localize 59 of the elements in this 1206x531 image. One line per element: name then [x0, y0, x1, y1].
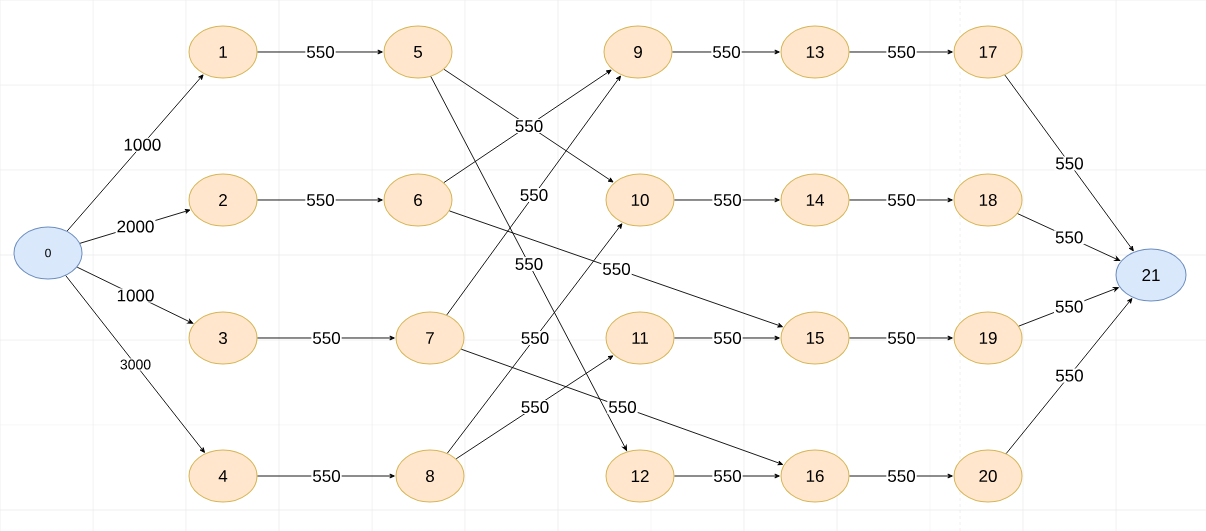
edge-label: 550 [609, 401, 637, 413]
edge-label: 550 [515, 120, 543, 132]
edge-label: 550 [714, 470, 742, 482]
arrow [446, 75, 621, 316]
arrow [455, 355, 614, 460]
edge-label: 550 [603, 263, 631, 275]
edge-label: 550 [888, 470, 916, 482]
edge-label: 550 [888, 46, 916, 58]
edge-label: 550 [1055, 231, 1083, 244]
arrow [66, 74, 204, 232]
circle-node: 9 [603, 25, 673, 79]
circle-node: 14 [780, 173, 850, 227]
circle-node: 11 [605, 311, 675, 365]
circle-node: 6 [383, 173, 453, 227]
edge-label: 2000 [117, 220, 154, 233]
edge-label: 550 [713, 46, 741, 58]
circle-node: 20 [953, 449, 1023, 503]
arrow [1005, 298, 1133, 454]
arrow [449, 210, 783, 328]
circle-node: 21 [1115, 248, 1187, 302]
circle-node: 18 [953, 173, 1023, 227]
edge-label: 550 [521, 401, 549, 413]
circle-node: 12 [605, 449, 675, 503]
arrow [430, 76, 628, 451]
edge-label: 1000 [124, 138, 161, 151]
arrow [1004, 74, 1134, 252]
circle-node: 5 [383, 25, 453, 79]
edge-label: 550 [313, 470, 341, 482]
edge-label: 550 [307, 194, 335, 206]
arrow [65, 275, 205, 453]
arrow [460, 348, 784, 466]
circle-node: 10 [605, 173, 675, 227]
edge-label: 1000 [117, 289, 154, 302]
circle-node: 16 [780, 449, 850, 503]
arrow [446, 223, 623, 454]
circle-node: 17 [953, 25, 1023, 79]
edge-label: 550 [307, 46, 335, 58]
circle-node: 15 [780, 311, 850, 365]
edge-label: 550 [1055, 369, 1083, 382]
circle-node: 3 [188, 311, 258, 365]
circle-node: 7 [395, 311, 465, 365]
edge-label: 550 [714, 332, 742, 344]
edge-label: 3000 [120, 359, 151, 370]
edge-label: 550 [714, 194, 742, 206]
edge-label: 550 [515, 258, 543, 270]
edge-label: 550 [521, 332, 549, 344]
edge-label: 550 [313, 332, 341, 344]
circle-node: 19 [953, 311, 1023, 365]
circle-node: 13 [780, 25, 850, 79]
circle-node: 8 [395, 449, 465, 503]
edge-label: 550 [1055, 300, 1083, 313]
edge-label: 550 [520, 189, 548, 201]
edge-label: 550 [888, 194, 916, 206]
edge-label: 550 [888, 332, 916, 344]
circle-node: 2 [188, 173, 258, 227]
edge-label: 550 [1055, 157, 1083, 170]
circle-node: 1 [188, 25, 258, 79]
circle-node: 4 [188, 449, 258, 503]
circle-node: 0 [13, 226, 83, 280]
